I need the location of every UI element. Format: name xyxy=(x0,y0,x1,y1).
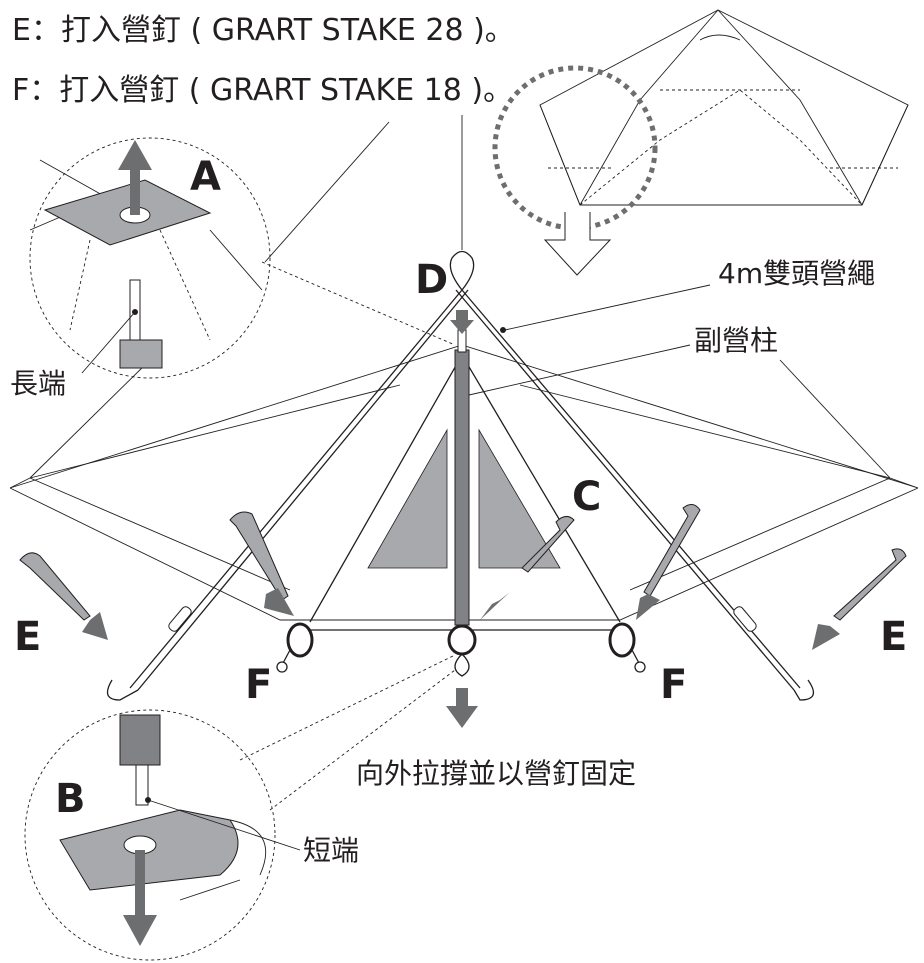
rope-loop-d xyxy=(449,250,475,292)
stake-left-f xyxy=(229,511,289,601)
label-e-right: E xyxy=(880,614,907,660)
window-left xyxy=(367,428,448,569)
pull-out-arrow-icon xyxy=(446,688,478,728)
detail-a xyxy=(29,137,271,379)
sub-pole xyxy=(454,349,470,626)
detail-b xyxy=(24,709,301,961)
arrow-down-d-icon xyxy=(450,310,474,334)
instruction-e: E：打入營釘 ( GRART STAKE 28 )。 xyxy=(12,13,515,48)
center-ring xyxy=(447,624,477,677)
arrow-down-b-icon xyxy=(123,850,157,946)
arrow-f-left-icon xyxy=(264,588,294,616)
arrow-f-right-icon xyxy=(636,594,660,620)
overview-highlight-circle xyxy=(492,65,658,231)
arrow-e-right-icon xyxy=(812,624,840,650)
label-long-end: 長端 xyxy=(10,367,66,400)
overview-down-arrow-icon xyxy=(543,212,612,276)
window-right xyxy=(478,428,561,569)
label-b: B xyxy=(55,776,86,822)
stake-right-e xyxy=(833,548,907,621)
label-a: A xyxy=(190,154,221,200)
label-pull-out: 向外拉撐並以營釘固定 xyxy=(356,757,636,790)
arrow-c-icon xyxy=(480,592,510,620)
label-rope: 4m雙頭營繩 xyxy=(718,257,875,290)
instruction-f: F：打入營釘 ( GRART STAKE 18 )。 xyxy=(12,73,513,108)
label-d: D xyxy=(415,257,448,303)
label-short-end: 短端 xyxy=(303,834,359,867)
label-f-right: F xyxy=(660,662,687,708)
arrow-e-left-icon xyxy=(82,612,108,640)
arrow-up-a-icon xyxy=(118,140,152,215)
corner-ring-right xyxy=(608,622,646,673)
label-e-left: E xyxy=(14,614,41,660)
tent-overview xyxy=(492,9,909,276)
label-sub-pole: 副營柱 xyxy=(694,324,778,357)
stake-right-f xyxy=(643,504,701,597)
corner-ring-left xyxy=(276,622,314,673)
stake-c xyxy=(521,516,575,573)
label-c: C xyxy=(572,474,601,520)
stake-left-e xyxy=(19,552,91,621)
main-tent xyxy=(9,250,919,728)
label-f-left: F xyxy=(245,662,272,708)
